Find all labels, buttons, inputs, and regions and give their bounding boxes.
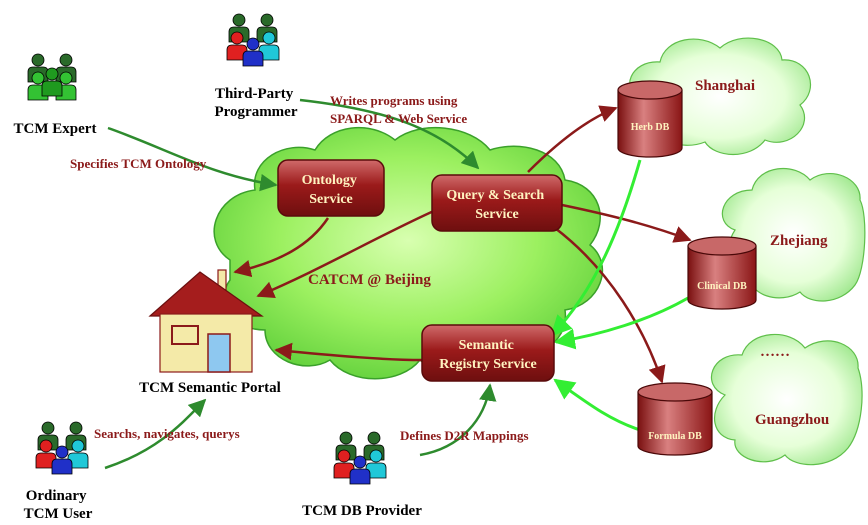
arrow-clinical-to-registry <box>553 296 689 350</box>
svg-text:Third-Party Programmer: Third-Party Programmer <box>214 86 297 120</box>
ontology-service-label-line1: Ontology <box>302 173 357 188</box>
formula-db-cylinder: Formula DB <box>637 382 713 456</box>
portal-house-icon <box>148 269 264 373</box>
programmer-label-line1: Third-Party <box>215 86 294 102</box>
arrows <box>104 98 692 470</box>
arrow-user-to-portal <box>104 398 207 470</box>
tcm-expert-label: TCM Expert <box>14 121 97 137</box>
guangzhou-cloud <box>710 334 863 466</box>
formula-db-label: Formula DB <box>648 431 702 442</box>
arrow-programmer-to-query <box>299 98 480 170</box>
shanghai-label: Shanghai <box>695 78 755 94</box>
arrow-query-to-herb <box>527 105 618 173</box>
programmer-edge-label-line2: SPARQL & Web Service <box>330 111 467 126</box>
arrow-formula-to-registry <box>553 378 641 432</box>
arrow-expert-to-ontology <box>107 126 278 192</box>
ontology-service-box: Ontology Service <box>277 159 385 217</box>
query-service-label-line1: Query & Search <box>446 188 544 203</box>
query-service-label-line2: Service <box>475 207 519 222</box>
ordinary-user-label-line1: Ordinary <box>26 488 87 504</box>
programmer-people-icon <box>226 13 280 67</box>
portal-label: TCM Semantic Portal <box>139 380 281 396</box>
clinical-db-label: Clinical DB <box>697 281 747 292</box>
clinical-db-cylinder: Clinical DB <box>687 236 757 310</box>
programmer-label-line2: Programmer <box>214 104 297 120</box>
ellipsis-label: …… <box>760 344 790 360</box>
arrow-herb-to-registry <box>550 159 642 337</box>
svg-text:Semantic Registry Servic: Semantic Registry Service <box>439 338 537 372</box>
svg-text:Ontology Service: Ontology Service <box>302 173 361 207</box>
arrow-registry-to-portal <box>274 342 423 362</box>
expert-edge-label: Specifies TCM Ontology <box>70 156 207 171</box>
registry-service-label-line1: Semantic <box>459 338 514 353</box>
ontology-service-label-line2: Service <box>309 192 353 207</box>
db-provider-people-icon <box>333 431 387 485</box>
arrow-ontology-to-portal <box>233 217 330 278</box>
query-search-service-box: Query & Search Service <box>431 174 563 232</box>
arrow-query-to-formula <box>554 227 666 384</box>
guangzhou-label: Guangzhou <box>755 412 829 428</box>
arrow-provider-to-registry <box>419 383 497 457</box>
ordinary-user-label-line2: TCM User <box>24 506 93 522</box>
registry-service-label-line2: Registry Service <box>439 357 537 372</box>
svg-text:Query & Search Service: Query & Search Service <box>446 188 547 222</box>
arrow-query-to-portal <box>256 208 437 298</box>
ordinary-user-people-icon <box>35 421 89 475</box>
tcm-expert-people-icon <box>27 53 77 101</box>
herb-db-label: Herb DB <box>631 122 670 133</box>
arrow-query-to-clinical <box>561 203 692 243</box>
svg-text:Writes programs using SPA: Writes programs using SPARQL & Web Servi… <box>330 93 467 126</box>
user-edge-label: Searchs, navigates, querys <box>94 426 240 441</box>
zhejiang-label: Zhejiang <box>770 233 828 249</box>
svg-text:Ordinary TCM User: Ordinary TCM User <box>24 488 93 522</box>
herb-db-cylinder: Herb DB <box>617 80 683 158</box>
catcm-beijing-label: CATCM @ Beijing <box>308 272 431 288</box>
provider-edge-label: Defines D2R Mappings <box>400 428 529 443</box>
programmer-edge-label-line1: Writes programs using <box>330 93 458 108</box>
db-provider-label: TCM DB Provider <box>302 503 422 519</box>
semantic-registry-service-box: Semantic Registry Service <box>421 324 555 382</box>
